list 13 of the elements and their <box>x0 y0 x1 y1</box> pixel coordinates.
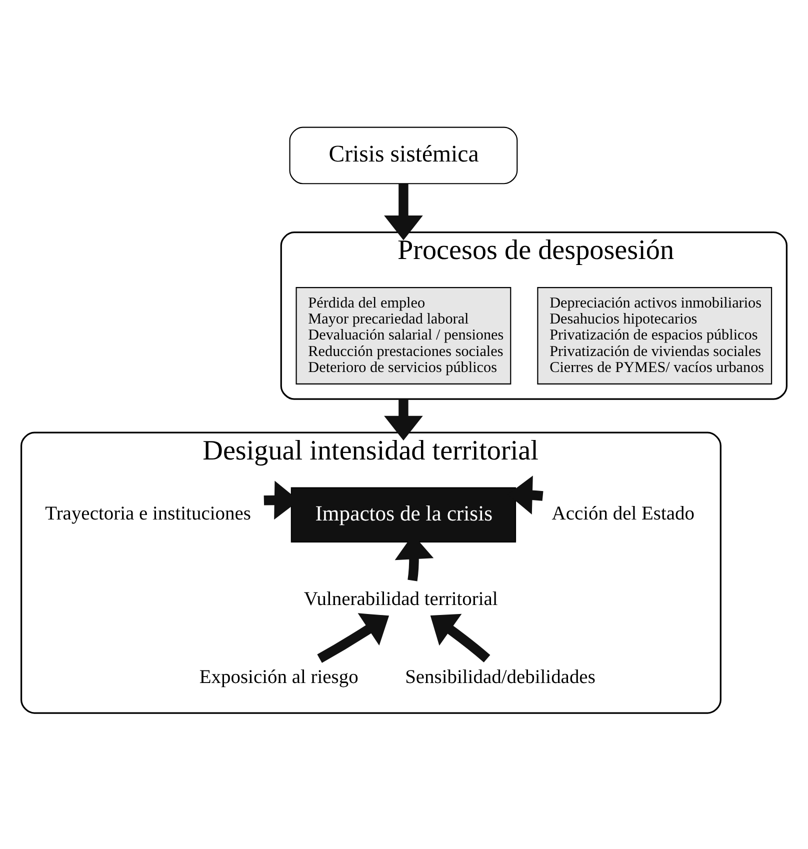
node-text: Exposición al riesgo <box>199 667 358 688</box>
node-text: Sensibilidad/debilidades <box>405 667 596 688</box>
node-box: Pérdida del empleo Mayor precariedad laboral Devaluación salarial / pensiones Reducción prestaciones sociales Deterioro de servicios públicos <box>296 287 512 384</box>
arrow <box>384 184 423 240</box>
arrow <box>317 613 390 663</box>
node-text: Vulnerabilidad territorial <box>304 589 498 610</box>
arrow <box>430 614 490 662</box>
node-box: Depreciación activos inmobiliarios Desahucios hipotecarios Privatización de espacios públicos Privatización de viviendas sociales Cierres de PYMES/ vacíos urbanos <box>537 287 772 384</box>
node-text: Acción del Estado <box>552 504 695 525</box>
node-text: Trayectoria e instituciones <box>45 504 251 525</box>
arrow <box>384 399 423 440</box>
node-box: Impactos de la crisis <box>290 487 516 542</box>
node-box: Crisis sistémica <box>289 126 518 184</box>
